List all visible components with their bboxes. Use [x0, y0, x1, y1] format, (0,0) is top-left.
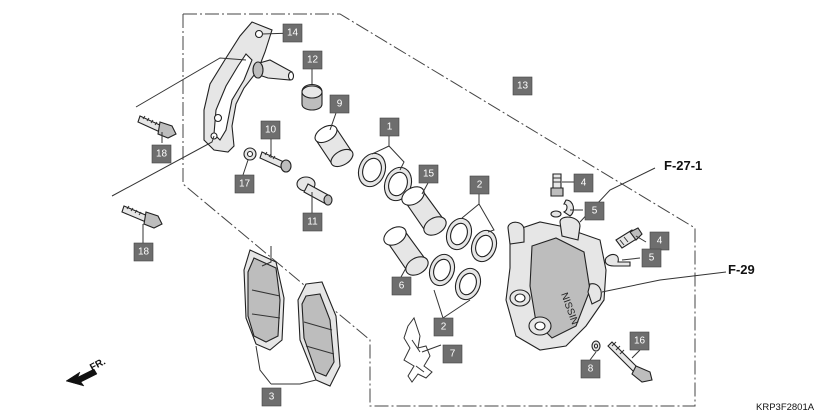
svg-text:3: 3 — [269, 392, 275, 403]
pin-clip — [591, 340, 601, 352]
callout-5-right: 5 — [641, 248, 662, 268]
reference-f-27-1: F-27-1 — [664, 158, 702, 173]
svg-text:8: 8 — [588, 364, 594, 375]
piston-seal-set-2-lower — [428, 253, 482, 301]
svg-text:12: 12 — [307, 55, 319, 66]
svg-text:13: 13 — [517, 81, 529, 92]
caliper-bracket — [203, 21, 295, 153]
brake-pad-right — [297, 281, 341, 387]
callout-18-lower: 18 — [133, 242, 154, 262]
callout-17: 17 — [234, 174, 255, 194]
brake-pad-left — [243, 249, 285, 351]
callout-5-upper: 5 — [584, 201, 605, 221]
svg-text:9: 9 — [337, 99, 343, 110]
callout-3: 3 — [261, 387, 282, 407]
caliper-piston-lower — [383, 226, 429, 276]
caliper-pin-bolt — [259, 151, 292, 173]
bleeder-cap-right — [604, 253, 631, 267]
bleeder-valve-right — [615, 227, 643, 249]
svg-text:14: 14 — [287, 28, 299, 39]
callout-11: 11 — [302, 212, 323, 232]
callout-6: 6 — [391, 276, 412, 296]
svg-text:5: 5 — [592, 206, 598, 217]
callout-15: 15 — [418, 164, 439, 184]
callout-12: 12 — [302, 50, 323, 70]
callout-16: 16 — [629, 331, 650, 351]
washer-17 — [243, 147, 257, 161]
front-direction-arrow-icon: FR. — [65, 356, 108, 387]
bleeder-valve-upper — [550, 173, 564, 197]
caliper-body: NISSIN — [505, 216, 607, 351]
callout-10: 10 — [260, 120, 281, 140]
callout-13: 13 — [512, 76, 533, 96]
svg-text:1: 1 — [387, 122, 393, 133]
svg-text:18: 18 — [156, 149, 168, 160]
pin-boot — [301, 83, 323, 111]
reference-f-29: F-29 — [728, 262, 755, 277]
callout-9: 9 — [329, 94, 350, 114]
bleeder-cap-upper — [550, 199, 575, 218]
callout-18-upper: 18 — [151, 144, 172, 164]
callout-2-lower: 2 — [433, 317, 454, 337]
svg-text:4: 4 — [657, 236, 663, 247]
front-direction-label: FR. — [88, 356, 108, 373]
assembly-boundary — [182, 13, 696, 407]
diagram-code: KRP3F2801A — [756, 402, 815, 413]
svg-text:4: 4 — [581, 178, 587, 189]
piston-seal-set-2-upper — [445, 217, 498, 263]
pad-pin — [607, 341, 653, 383]
svg-text:2: 2 — [477, 180, 483, 191]
svg-text:6: 6 — [399, 281, 405, 292]
callout-1: 1 — [379, 117, 400, 137]
svg-text:10: 10 — [265, 125, 277, 136]
callout-8: 8 — [580, 359, 601, 379]
caliper-piston-upper — [401, 186, 447, 236]
flange-bolt-lower — [121, 205, 163, 229]
svg-text:15: 15 — [423, 169, 435, 180]
piston-seal-set-1 — [357, 152, 413, 202]
svg-text:2: 2 — [441, 322, 447, 333]
callout-7: 7 — [442, 344, 463, 364]
svg-text:11: 11 — [307, 217, 318, 228]
callout-2-upper: 2 — [469, 175, 490, 195]
pin-bushing — [314, 124, 354, 168]
svg-text:17: 17 — [239, 179, 251, 190]
pad-spring — [403, 316, 433, 383]
svg-text:16: 16 — [634, 336, 646, 347]
callout-4-upper: 4 — [573, 173, 594, 193]
svg-text:5: 5 — [649, 253, 655, 264]
callout-4-right: 4 — [649, 231, 670, 251]
slide-pin — [296, 176, 333, 206]
flange-bolt-upper — [137, 115, 177, 139]
svg-text:7: 7 — [450, 349, 456, 360]
callout-14: 14 — [282, 23, 303, 43]
svg-text:18: 18 — [138, 247, 150, 258]
